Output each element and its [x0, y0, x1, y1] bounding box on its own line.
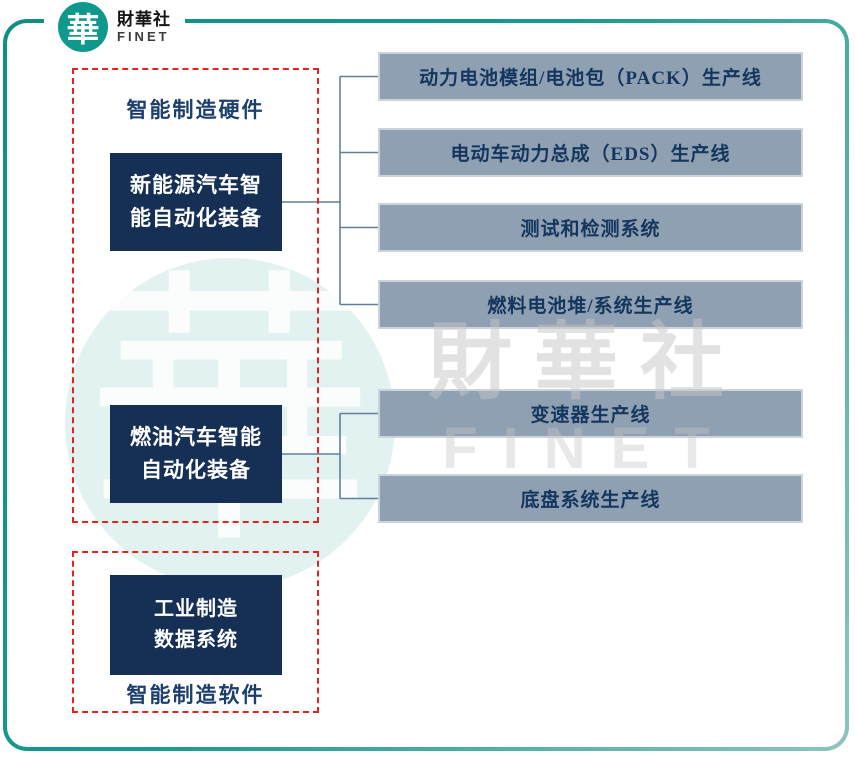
child-box-transmission-line: 变速器生产线: [378, 389, 803, 438]
hardware-group-label: 智能制造硬件: [126, 98, 265, 122]
parent-box-fuel-line1: 燃油汽车智能: [130, 425, 262, 450]
parent-box-nev-line1: 新能源汽车智: [130, 173, 262, 198]
child-box-chassis-line: 底盘系统生产线: [378, 474, 803, 523]
finet-logo-name-zh: 財華社: [117, 10, 171, 30]
parent-box-fuel-line2: 自动化装备: [141, 458, 251, 482]
finet-logo-names: 財華社 FINET: [117, 10, 171, 44]
parent-box-industrial-data-system: 工业制造 数据系统: [110, 575, 282, 675]
child-box-fuel-cell-line: 燃料电池堆/系统生产线: [378, 280, 803, 329]
finet-logo-name-en: FINET: [117, 28, 170, 44]
parent-box-ind-line2: 数据系统: [154, 629, 238, 651]
parent-box-ind-line1: 工业制造: [154, 598, 238, 620]
child-box-test-system: 测试和检测系统: [378, 203, 803, 252]
parent-box-nev-equipment: 新能源汽车智 能自动化装备: [110, 153, 282, 251]
parent-box-nev-line2: 能自动化装备: [130, 206, 262, 230]
child-box-eds-line: 电动车动力总成（EDS）生产线: [378, 128, 803, 177]
finet-logo: 華 財華社 FINET: [44, 0, 185, 56]
child-box-pack-line: 动力电池模组/电池包（PACK）生产线: [378, 52, 803, 101]
parent-box-fuel-equipment: 燃油汽车智能 自动化装备: [110, 405, 282, 503]
software-group-label: 智能制造软件: [126, 683, 265, 707]
finet-logo-icon: 華: [58, 2, 108, 52]
finet-logo-glyph: 華: [66, 13, 100, 49]
